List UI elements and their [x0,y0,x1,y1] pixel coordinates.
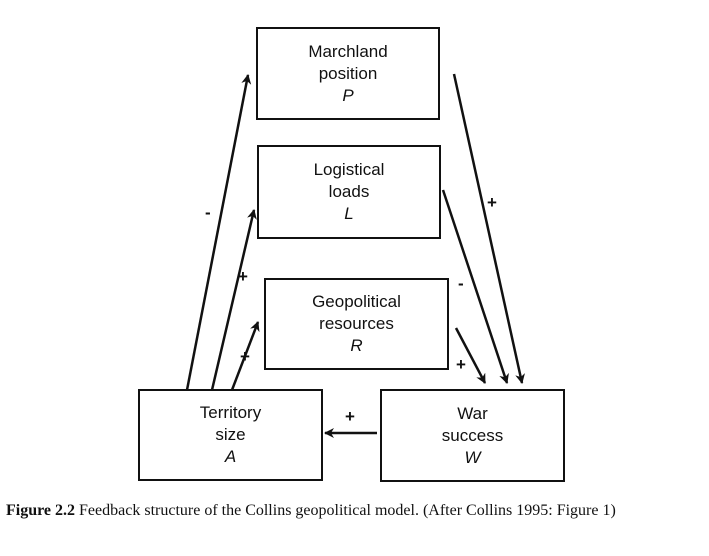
node-territory-symbol: A [224,447,237,466]
node-marchland-position: Marchland position P [256,27,440,120]
figure-label: Figure 2.2 [6,502,76,519]
node-territory-line1: Territory [199,403,262,422]
node-marchland-line1: Marchland [308,41,388,61]
node-geopolitical-resources: Geopolitical resources R [264,278,449,370]
arrow-logistical-to-war [441,189,509,384]
feedback-diagram: Marchland position P Logistical loads L … [138,27,565,482]
sign-marchland-war: + [487,193,497,212]
node-geopolitical-symbol: R [350,336,363,355]
arrow-marchland-to-war [452,73,525,384]
arrow-geopolitical-to-war [454,327,487,384]
node-war-symbol: W [464,447,481,467]
node-logistical-line2: loads [328,182,370,201]
node-war-line1: War [457,403,488,423]
arrow-territory-to-logistical [210,209,257,391]
sign-war-territory: + [345,407,355,426]
node-geopolitical-line2: resources [319,314,394,333]
figure-caption: Figure 2.2 Feedback structure of the Col… [6,500,703,521]
arrow-territory-to-geopolitical [230,321,260,391]
arrow-layer [185,73,525,438]
node-territory-line2: size [215,425,246,444]
arrow-territory-to-marchland [185,74,252,391]
sign-territory-marchland: - [205,203,211,222]
node-marchland-line2: position [318,63,378,83]
figure-caption-text: Feedback structure of the Collins geopol… [75,502,616,519]
node-logistical-loads: Logistical loads L [257,145,441,239]
sign-territory-logistical: + [238,267,248,286]
node-logistical-line1: Logistical [313,160,385,179]
sign-territory-geopolitical: + [240,347,250,366]
node-marchland-symbol: P [342,85,354,105]
node-war-success: War success W [380,389,565,482]
node-geopolitical-line1: Geopolitical [312,292,401,311]
sign-geopolitical-war: + [456,355,466,374]
sign-logistical-war: - [458,274,464,293]
node-war-line2: success [441,425,504,445]
node-logistical-symbol: L [344,204,354,223]
node-territory-size: Territory size A [138,389,323,481]
